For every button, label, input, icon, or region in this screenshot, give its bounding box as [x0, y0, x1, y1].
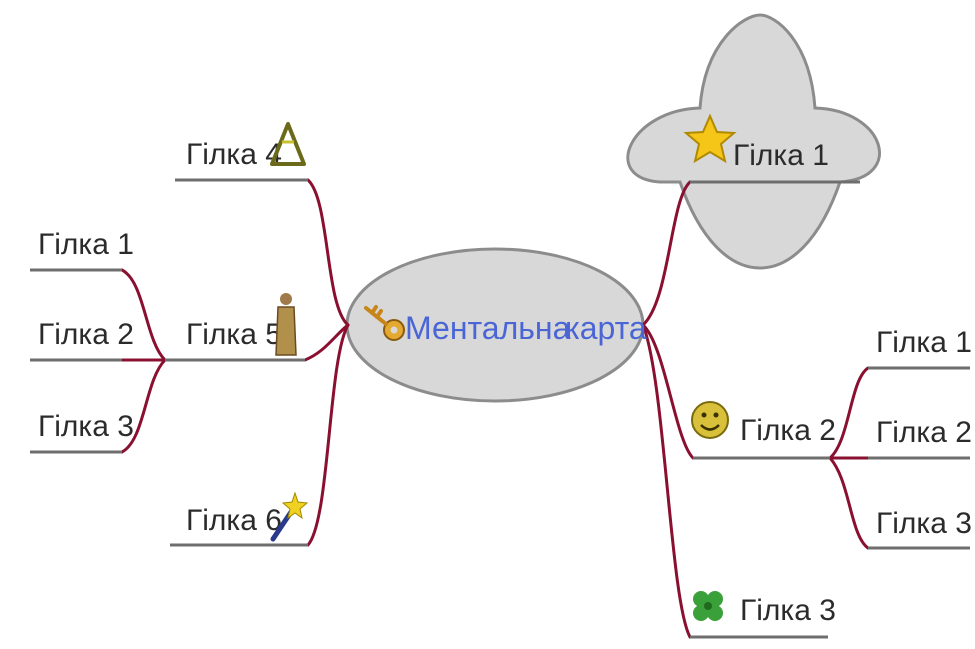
central-node-label-part2[interactable]: карта — [565, 310, 647, 346]
star-icon — [683, 113, 737, 164]
left-branch4-label[interactable]: Гілка 4 — [186, 138, 282, 171]
left-branch5-child3-label[interactable]: Гілка 3 — [38, 410, 134, 443]
left-branch5-label[interactable]: Гілка 5 — [186, 318, 282, 351]
key-icon — [364, 305, 405, 341]
right-branch2-child2-label[interactable]: Гілка 2 — [876, 416, 972, 449]
right-branch1-label[interactable]: Гілка 1 — [733, 139, 829, 172]
left-branch5-child1-label[interactable]: Гілка 1 — [38, 228, 134, 261]
magic-wand-icon — [270, 491, 309, 542]
connector-central-to-branch4 — [306, 178, 350, 327]
cloud-node-shape — [626, 13, 881, 270]
connector-central-to-branch5 — [303, 323, 350, 362]
left-branch5-child2-label[interactable]: Гілка 2 — [38, 318, 134, 351]
right-branch2-label[interactable]: Гілка 2 — [740, 414, 836, 447]
right-branch2-child3-label[interactable]: Гілка 3 — [876, 507, 972, 540]
connector-central-to-branch6 — [306, 323, 350, 547]
clover-icon — [693, 591, 723, 621]
right-branch2-child1-label[interactable]: Гілка 1 — [876, 326, 972, 359]
connector-branch5-to-sub3 — [120, 358, 167, 454]
connector-branch2-to-sub3 — [828, 456, 870, 550]
right-branch3-label[interactable]: Гілка 3 — [740, 594, 836, 627]
central-node-label-part1[interactable]: Ментальна — [405, 310, 571, 346]
connector-central-to-branch3 — [641, 323, 692, 639]
connector-central-to-branch1 — [641, 180, 692, 327]
connector-branch5-to-sub1 — [120, 268, 167, 362]
smiley-icon — [691, 401, 729, 439]
connector-branch2-to-sub1 — [828, 366, 870, 460]
recycle-icon — [270, 122, 306, 166]
left-branch6-label[interactable]: Гілка 6 — [186, 504, 282, 537]
person-icon — [275, 293, 297, 356]
connector-central-to-branch2 — [641, 323, 695, 460]
